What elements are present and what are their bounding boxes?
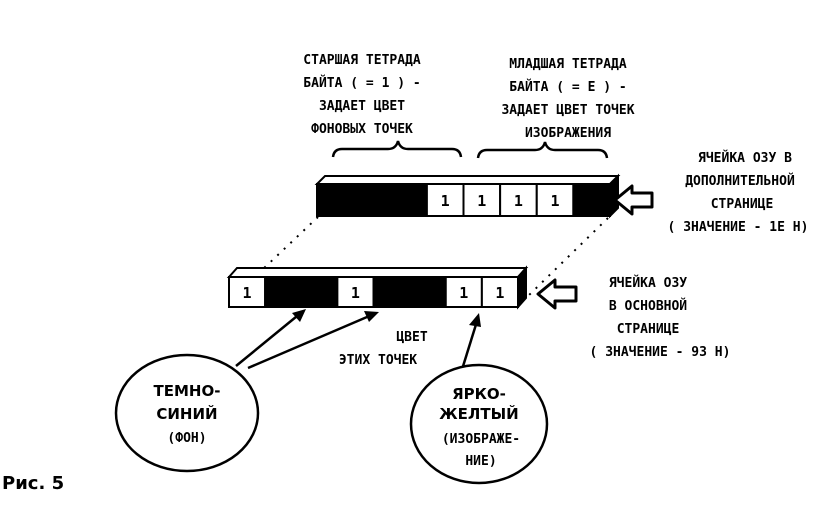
color-these-line-2: ЭТИХ ТОЧЕК [339,353,417,368]
bright-yellow-line-3: (ИЗОБРАЖЕ- [442,432,520,447]
low-nibble-line-2: БАЙТА ( = E ) - [509,79,626,95]
main-page-byte: 1 1 1 1 [226,265,529,310]
extra-cell-label: ЯЧЕЙКА ОЗУ В ДОПОЛНИТЕЛЬНОЙ СТРАНИЦЕ ( З… [668,150,809,235]
color-these-points-label: ЦВЕТ ЭТИХ ТОЧЕК [339,330,428,368]
extra-byte-bit-5: 1 [514,192,523,210]
dark-blue-bubble: ТЕМНО- СИНИЙ (ФОН) [114,353,260,473]
color-these-line-1: ЦВЕТ [396,330,427,345]
main-byte-bit-7: 1 [495,284,504,302]
extra-cell-line-3: СТРАНИЦЕ [711,197,774,212]
projection-line-left [261,216,319,271]
main-cell-line-3: СТРАНИЦЕ [617,322,680,337]
main-byte-cell-4 [372,276,411,308]
projection-line-right [525,217,609,299]
extra-byte-cell-3 [425,183,465,217]
bright-yellow-bubble: ЯРКО- ЖЕЛТЫЙ (ИЗОБРАЖЕ- НИЕ) [409,363,549,485]
extra-byte-bit-4: 1 [477,192,486,210]
main-cell-line-4: ( ЗНАЧЕНИЕ - 93 H) [590,345,731,360]
bright-yellow-line-1: ЯРКО- [452,385,506,403]
high-nibble-line-1: СТАРШАЯ ТЕТРАДА [303,53,421,68]
extra-byte-cell-1 [352,183,392,217]
low-nibble-label: МЛАДШАЯ ТЕТРАДА БАЙТА ( = E ) - ЗАДАЕТ Ц… [501,57,634,141]
main-cell-label: ЯЧЕЙКА ОЗУ В ОСНОВНОЙ СТРАНИЦЕ ( ЗНАЧЕНИ… [590,275,731,360]
figure-caption: Рис. 5 [2,473,64,494]
extra-byte-bit-6: 1 [551,192,560,210]
low-nibble-line-4: ИЗОБРАЖЕНИЯ [525,126,611,141]
bright-yellow-line-4: НИЕ) [465,454,496,469]
high-nibble-label: СТАРШАЯ ТЕТРАДА БАЙТА ( = 1 ) - ЗАДАЕТ Ц… [303,53,421,137]
extra-byte-cell-0 [316,183,355,217]
low-nibble-line-3: ЗАДАЕТ ЦВЕТ ТОЧЕК [501,103,634,118]
main-byte-bit-0: 1 [243,284,252,302]
main-cell-arrow-icon [536,278,578,310]
main-byte-cell-2 [300,276,339,308]
extra-cell-line-4: ( ЗНАЧЕНИЕ - 1E H) [668,220,809,235]
main-byte-cell-0 [228,276,267,308]
extra-byte-cell-2 [389,183,428,217]
dark-blue-line-3: (ФОН) [167,431,206,446]
main-byte-bit-6: 1 [459,284,468,302]
high-nibble-brace [331,140,463,158]
extra-byte-cell-7 [572,183,611,217]
dark-blue-line-1: ТЕМНО- [154,382,221,400]
low-nibble-line-1: МЛАДШАЯ ТЕТРАДА [509,57,627,72]
main-byte-bit-3: 1 [351,284,360,302]
extra-byte-cell-4 [462,183,502,217]
high-nibble-line-3: ЗАДАЕТ ЦВЕТ [319,99,405,114]
high-nibble-line-2: БАЙТА ( = 1 ) - [303,75,420,91]
main-byte-cell-7 [480,276,519,308]
pointer-arrows [235,309,481,377]
extra-byte-cell-6 [535,183,575,217]
high-nibble-line-4: ФОНОВЫХ ТОЧЕК [311,122,413,137]
extra-cell-arrow-icon [613,184,654,216]
main-byte-cell-1 [264,276,303,308]
low-nibble-brace [476,141,609,159]
main-cell-line-2: В ОСНОВНОЙ [609,298,687,314]
main-cell-line-1: ЯЧЕЙКА ОЗУ [609,275,687,291]
main-byte-cell-5 [408,276,447,308]
extra-page-byte: 1 1 1 1 [314,173,621,219]
dark-blue-line-2: СИНИЙ [156,404,217,423]
extra-cell-line-1: ЯЧЕЙКА ОЗУ В [698,150,792,166]
bright-yellow-line-2: ЖЕЛТЫЙ [439,404,518,423]
extra-byte-bit-3: 1 [441,192,450,210]
extra-cell-line-2: ДОПОЛНИТЕЛЬНОЙ [685,173,795,189]
